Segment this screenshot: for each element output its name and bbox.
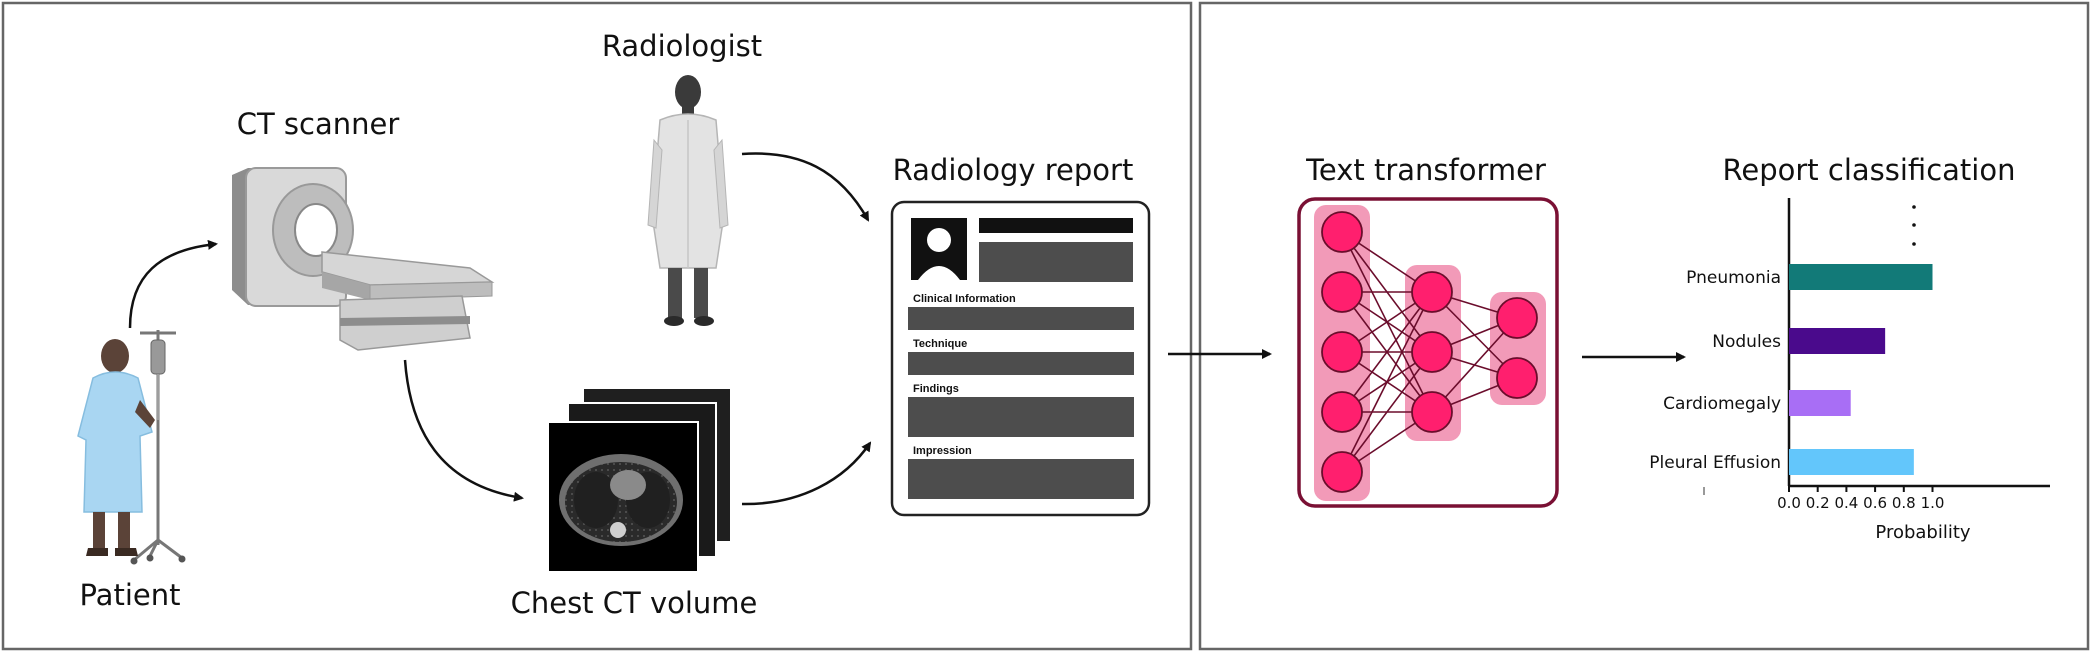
network-node	[1496, 357, 1538, 399]
network-node	[1321, 331, 1363, 373]
report-section-findings: Findings	[913, 383, 959, 395]
bar-label: Cardiomegaly	[1663, 394, 1781, 414]
chest-ct-volume-label: Chest CT volume	[511, 586, 758, 620]
network-edge	[1341, 291, 1433, 473]
report-section-clinical: Clinical Information	[913, 293, 1016, 305]
arrow-radiologist-to-report	[741, 152, 870, 222]
report-section-impression: Impression	[913, 445, 972, 457]
ct-scanner-label: CT scanner	[237, 107, 400, 141]
network-node	[1496, 297, 1538, 339]
network-edge	[1431, 317, 1518, 413]
bar-label: Pneumonia	[1686, 268, 1781, 288]
bar-nodules	[1789, 328, 1886, 354]
network-node	[1411, 271, 1453, 313]
ellipsis-dot	[1912, 242, 1916, 246]
x-tick-label: 0.6	[1863, 494, 1887, 512]
patient-label: Patient	[80, 578, 181, 612]
text-transformer-label: Text transformer	[1305, 153, 1546, 187]
arrow-scanner-to-ct	[403, 359, 524, 502]
network-node	[1411, 391, 1453, 433]
network-node	[1321, 211, 1363, 253]
bar-pleural-effusion	[1789, 449, 1914, 475]
chart-xlabel: Probability	[1875, 522, 1970, 543]
network-edge	[1341, 291, 1433, 413]
x-tick-label: 0.0	[1777, 494, 1801, 512]
report-section-technique: Technique	[913, 338, 967, 350]
bar-label: Pleural Effusion	[1649, 453, 1781, 473]
x-tick-label: 0.8	[1892, 494, 1916, 512]
chest-ct-volume-icon	[547, 387, 732, 573]
arrow-patient-to-scanner	[128, 239, 218, 329]
x-tick-label: 0.4	[1834, 494, 1858, 512]
bar-pneumonia	[1789, 264, 1933, 290]
chart-title: Report classification	[1723, 153, 2016, 187]
right-panel-frame	[1198, 1, 2090, 651]
x-tick-label: 1.0	[1921, 494, 1945, 512]
radiologist-label: Radiologist	[602, 29, 762, 63]
network-node	[1321, 271, 1363, 313]
x-tick-label: 0.2	[1806, 494, 1830, 512]
arrow-ct-to-report	[741, 441, 872, 506]
patient-icon	[77, 330, 186, 565]
ellipsis-dot	[1912, 223, 1916, 227]
network-node	[1411, 331, 1453, 373]
radiology-report-document: Clinical Information Technique Findings …	[890, 200, 1151, 517]
text-transformer-network	[1297, 197, 1559, 508]
network-node	[1321, 451, 1363, 493]
network-node	[1321, 391, 1363, 433]
left-panel-frame	[1, 1, 1193, 651]
ct-scanner-icon	[232, 167, 495, 351]
radiologist-icon	[647, 75, 729, 326]
radiology-report-label: Radiology report	[893, 153, 1134, 187]
bar-label: Nodules	[1712, 332, 1781, 352]
network-edge	[1341, 351, 1433, 473]
bar-cardiomegaly	[1789, 390, 1851, 416]
ellipsis-dot	[1912, 205, 1916, 209]
